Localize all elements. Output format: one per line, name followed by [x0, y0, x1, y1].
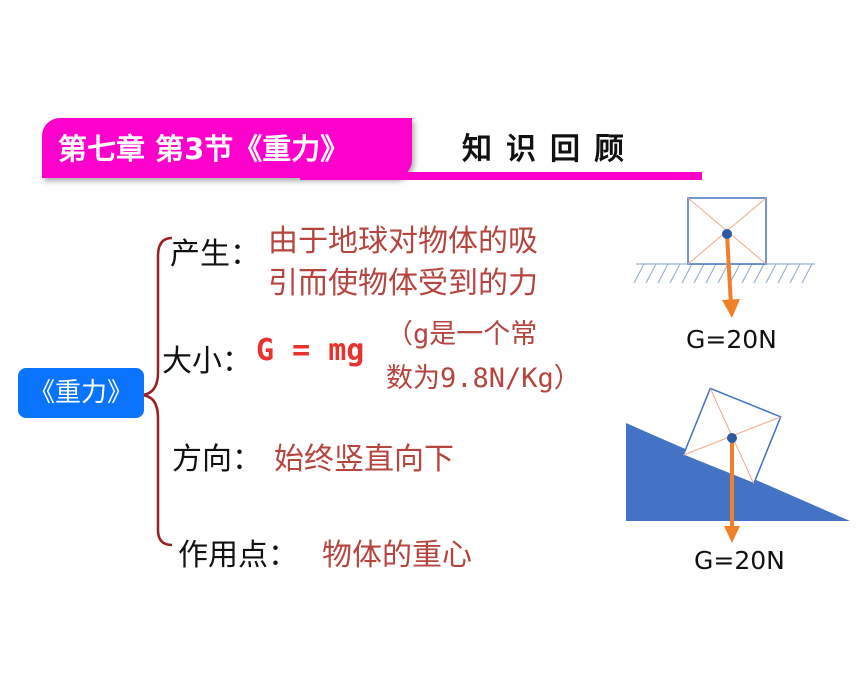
header-underline	[300, 172, 702, 180]
branch-magnitude-note-1: （g是一个常	[386, 319, 538, 350]
topic-box	[18, 368, 144, 418]
branch-application-point-text: 物体的重心	[322, 538, 472, 573]
branch-magnitude-note-2: 数为9.8N/Kg）	[386, 363, 581, 394]
branch-application-point-label: 作用点：	[178, 538, 298, 573]
branch-origin-label: 产生：	[170, 237, 260, 272]
branch-magnitude-label: 大小：	[162, 344, 252, 379]
gravity-formula: G = mg	[256, 333, 365, 368]
ground-hatch	[633, 263, 815, 284]
branch-origin-line-2: 引而使物体受到的力	[268, 266, 538, 301]
topic-label: 《重力》	[28, 378, 133, 408]
branch-direction-text: 始终竖直向下	[274, 442, 454, 477]
branch-origin-line-1: 由于地球对物体的吸	[268, 224, 538, 259]
header-banner	[42, 118, 412, 178]
center-of-gravity-dot-incline	[727, 433, 737, 443]
branch-direction-label: 方向：	[172, 442, 262, 477]
section-subtitle: 知识回顾	[462, 132, 638, 167]
flat-force-label: G=20N	[686, 325, 777, 354]
incline-force-label: G=20N	[694, 546, 785, 575]
center-of-gravity-dot	[722, 229, 732, 239]
incline-diagram	[626, 387, 850, 543]
gravity-arrow-flat	[725, 233, 733, 307]
chapter-title: 第七章 第3节《重力》	[58, 132, 350, 166]
flat-ground-diagram	[633, 197, 815, 318]
